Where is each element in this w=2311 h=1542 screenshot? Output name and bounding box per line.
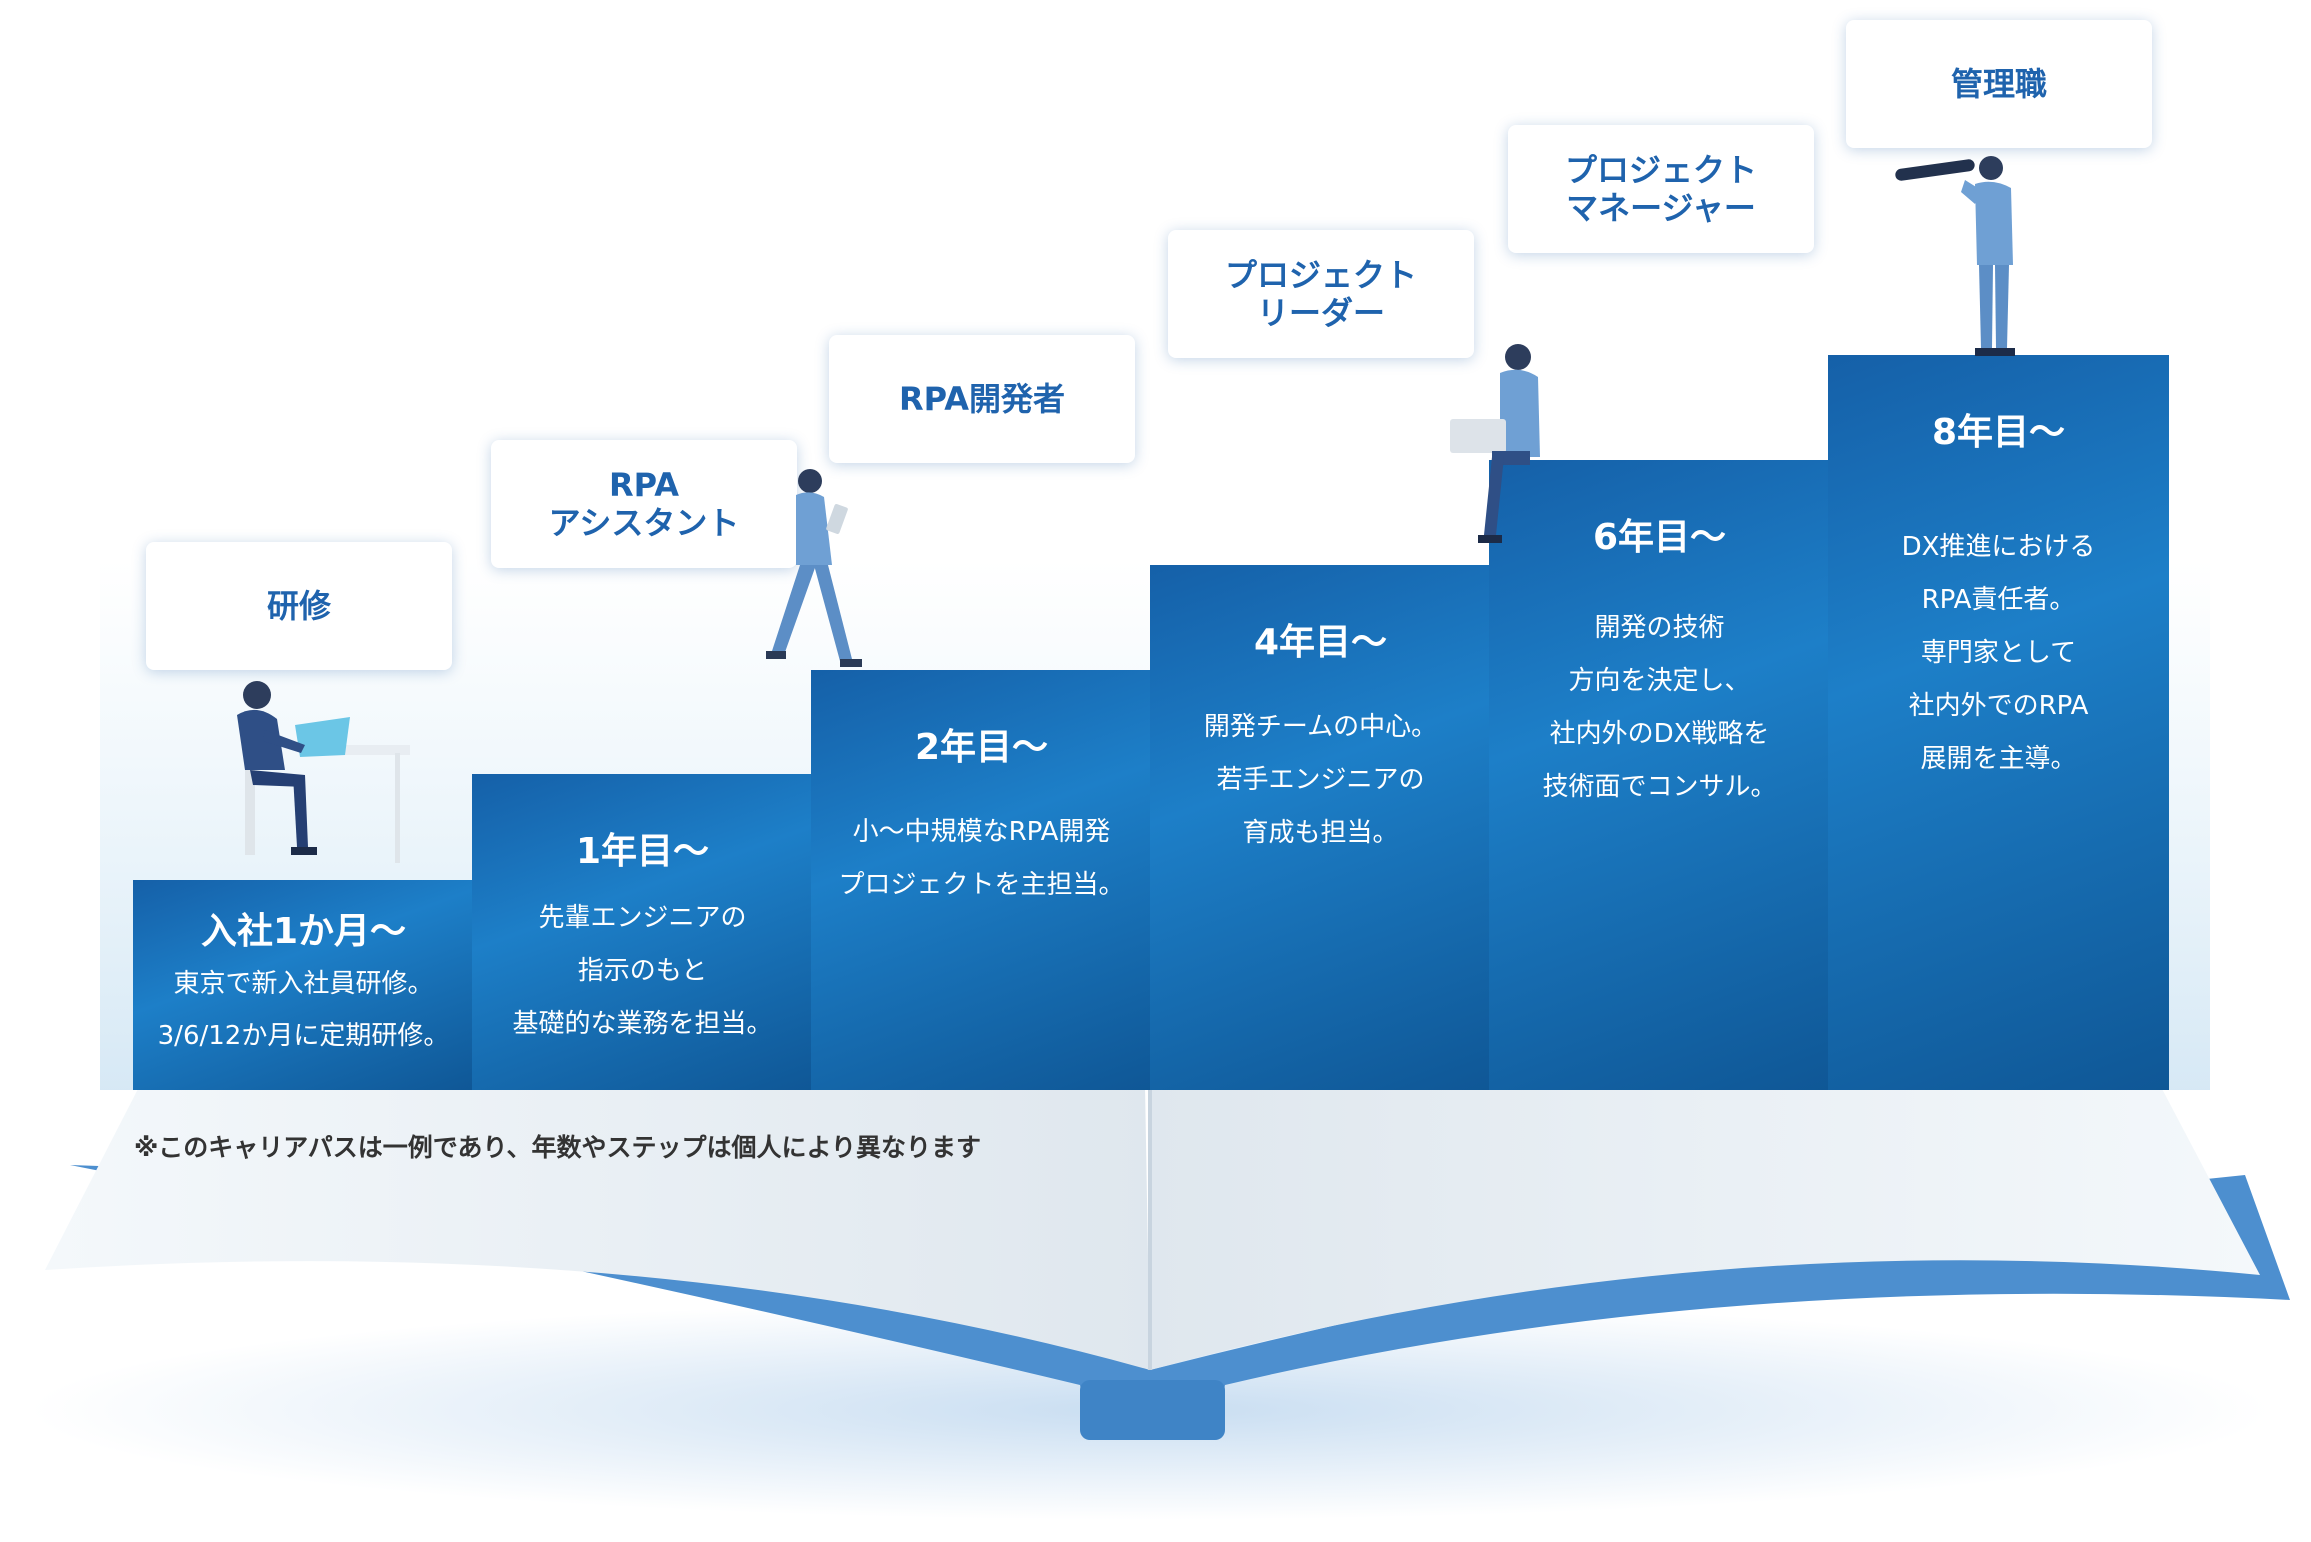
role-card-rpa-assistant: RPA アシスタント	[491, 440, 797, 568]
step-block-5: 6年目〜 開発の技術 方向を決定し、 社内外のDX戦略を 技術面でコンサル。	[1489, 460, 1830, 1090]
person-with-telescope-icon	[1895, 156, 2015, 356]
step-year-5: 6年目〜	[1592, 517, 1727, 558]
walking-person-icon	[766, 469, 862, 667]
step-desc-2: 先輩エンジニアの 指示のもと 基礎的な業務を担当。	[512, 903, 773, 1039]
step-desc-6: DX推進における RPA責任者。 専門家として 社内外でのRPA 展開を主導。	[1901, 532, 2096, 774]
role-card-manager: 管理職	[1846, 20, 2152, 148]
step-year-4: 4年目〜	[1253, 622, 1388, 663]
book-right-page	[1150, 1085, 2260, 1370]
step-block-3: 2年目〜 小〜中規模なRPA開発 プロジェクトを主担当。	[811, 670, 1152, 1090]
step-year-6: 8年目〜	[1931, 412, 2066, 453]
role-card-project-manager: プロジェクト マネージャー	[1508, 125, 1814, 253]
step-desc-1: 東京で新入社員研修。 3/6/12か月に定期研修。	[157, 969, 450, 1051]
step-block-2: 1年目〜 先輩エンジニアの 指示のもと 基礎的な業務を担当。	[472, 774, 813, 1090]
step-desc-3: 小〜中規模なRPA開発 プロジェクトを主担当。	[838, 817, 1125, 900]
disclaimer-note: ※このキャリアパスは一例であり、年数やステップは個人により異なります	[134, 1133, 982, 1162]
step-desc-4: 開発チームの中心。 若手エンジニアの 育成も担当。	[1203, 712, 1438, 848]
step-block-1: 入社1か月〜 東京で新入社員研修。 3/6/12か月に定期研修。	[133, 880, 474, 1090]
step-block-4: 4年目〜 開発チームの中心。 若手エンジニアの 育成も担当。	[1150, 565, 1491, 1090]
step-block-6: 8年目〜 DX推進における RPA責任者。 専門家として 社内外でのRPA 展開…	[1828, 355, 2169, 1090]
step-desc-5: 開発の技術 方向を決定し、 社内外のDX戦略を 技術面でコンサル。	[1542, 613, 1777, 802]
step-year-3: 2年目〜	[914, 727, 1049, 768]
book-left-page	[45, 1085, 1150, 1370]
role-card-project-leader: プロジェクト リーダー	[1168, 230, 1474, 358]
person-at-desk-icon	[237, 681, 410, 863]
role-card-rpa-developer: RPA開発者	[829, 335, 1135, 463]
sitting-person-laptop-icon	[1450, 344, 1540, 543]
role-card-training: 研修	[146, 542, 452, 670]
step-year-1: 入社1か月〜	[200, 911, 407, 952]
step-year-2: 1年目〜	[575, 831, 710, 872]
